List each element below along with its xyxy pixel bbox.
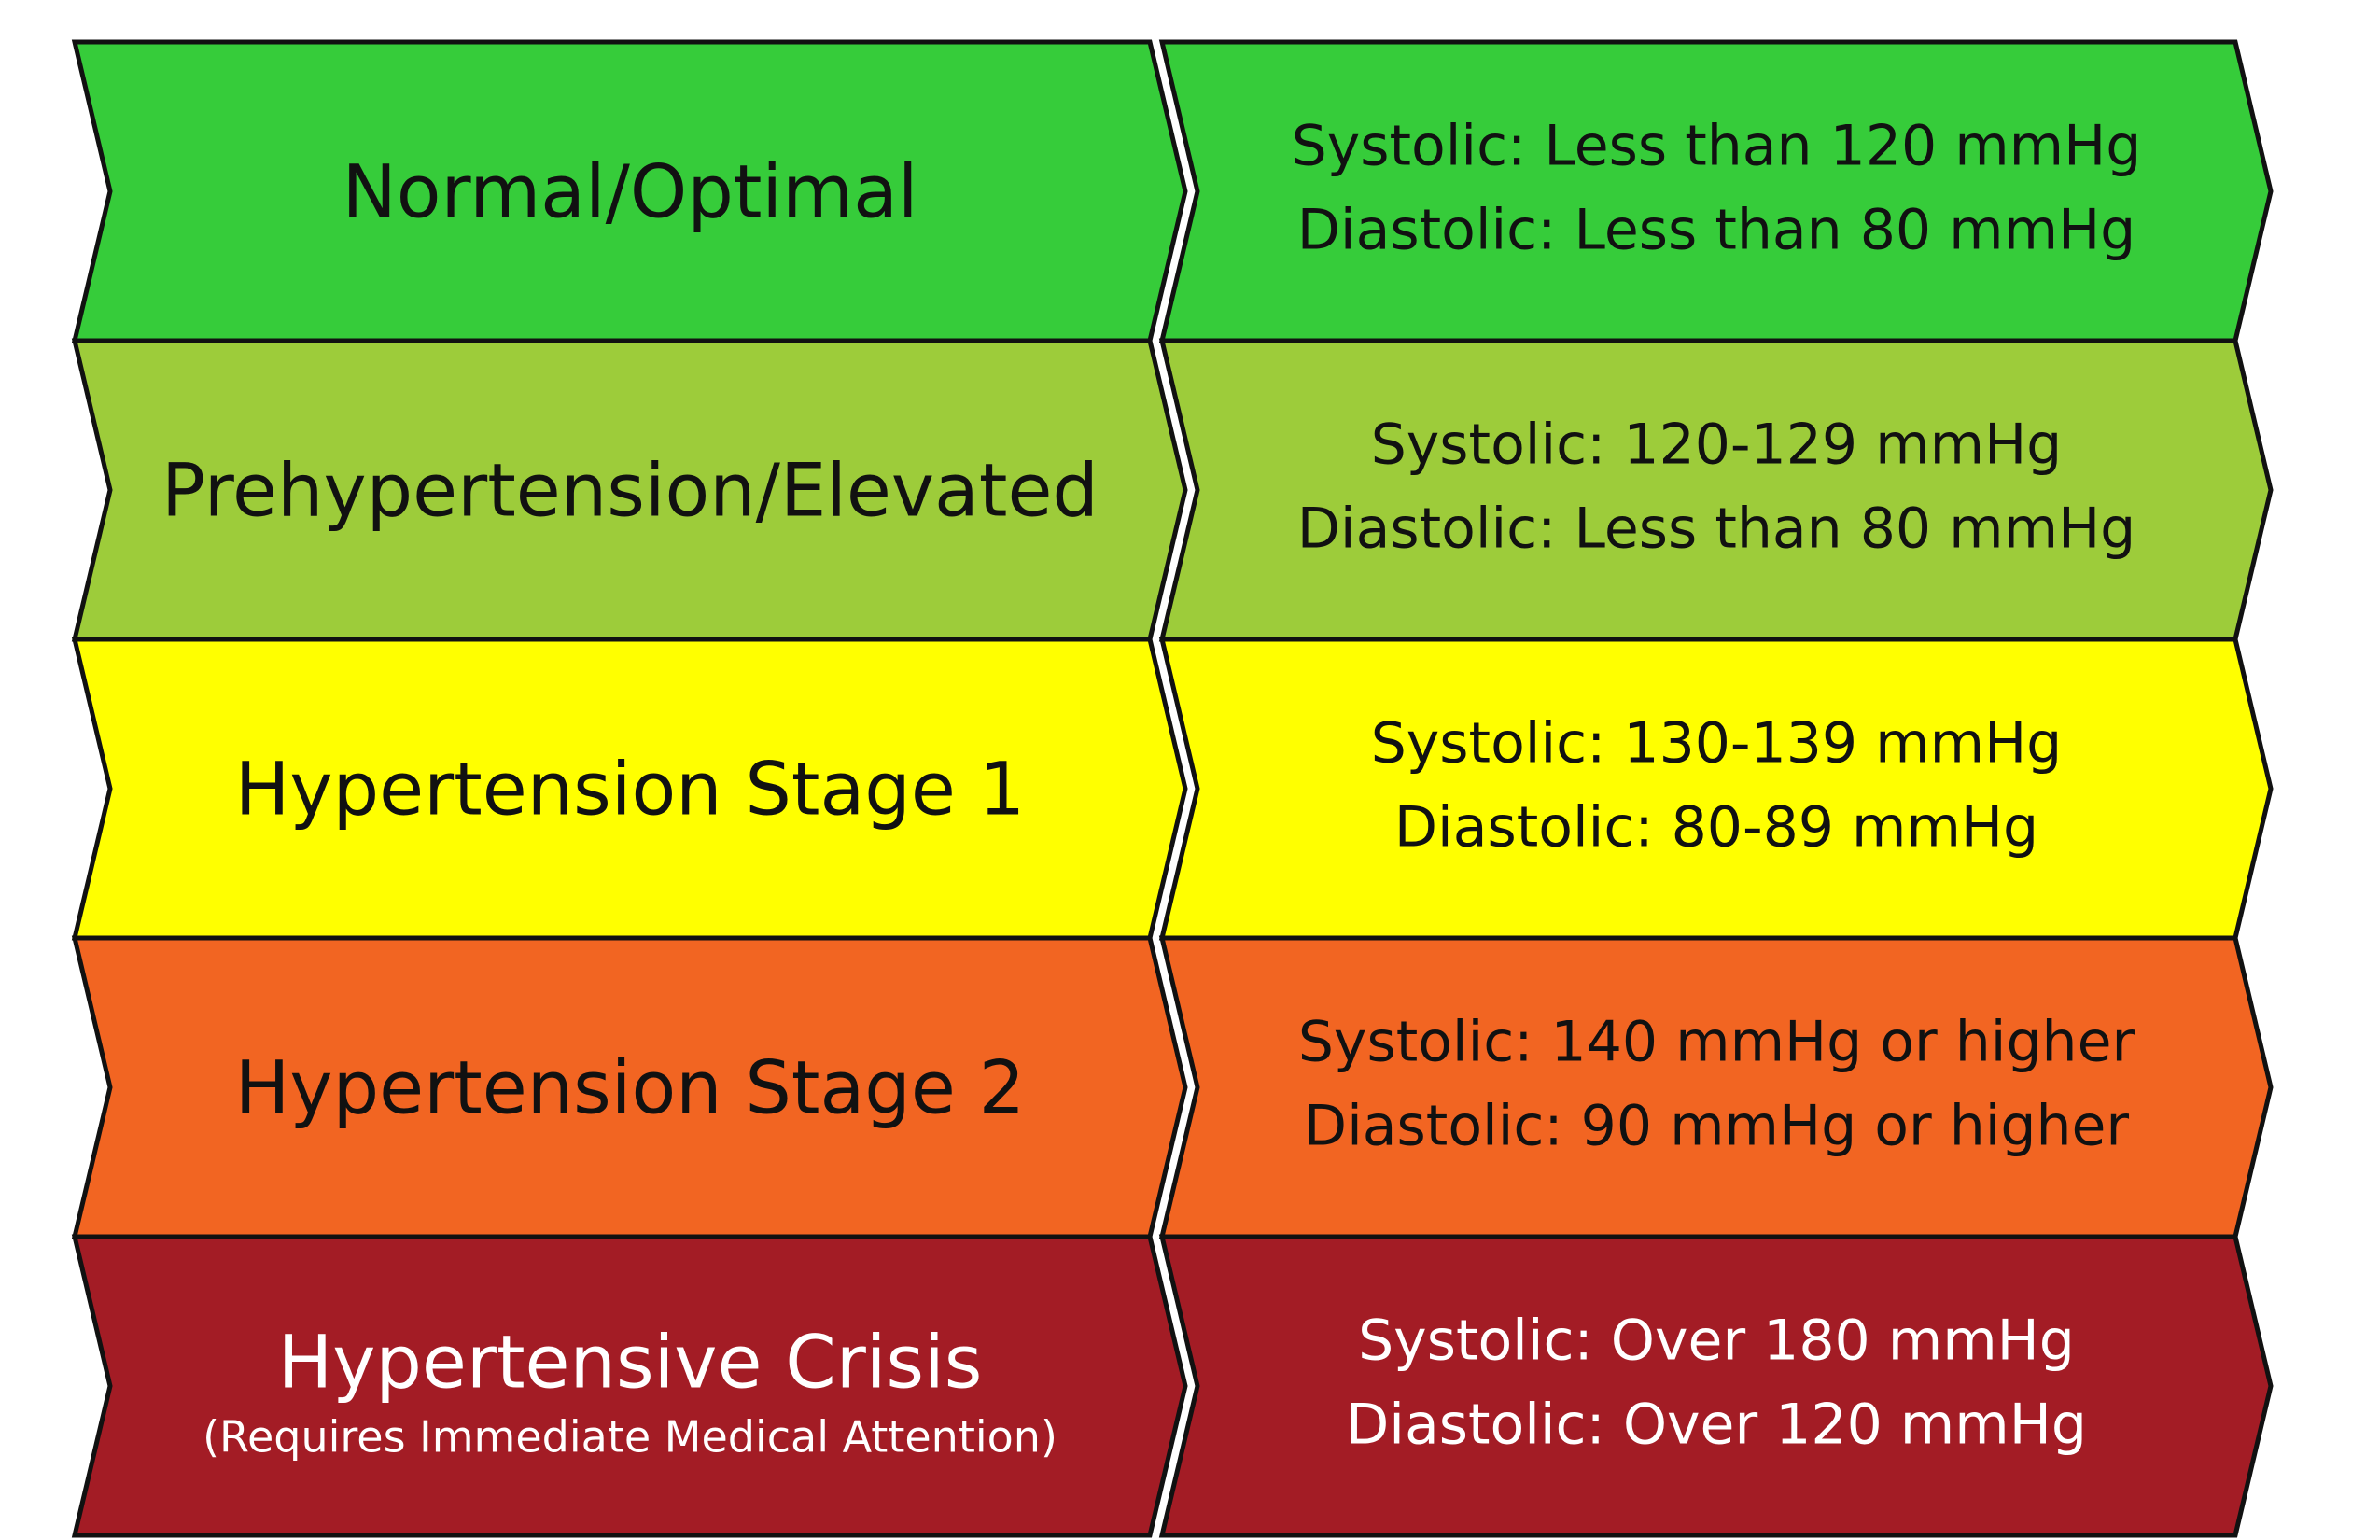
- category-label: Prehypertension/Elevated: [161, 449, 1099, 533]
- systolic-range: Systolic: Over 180 mmHg: [1358, 1309, 2075, 1374]
- category-label: Normal/Optimal: [342, 150, 917, 234]
- systolic-range: Systolic: 130-139 mmHg: [1371, 711, 2063, 777]
- diastolic-range: Diastolic: Over 120 mmHg: [1346, 1393, 2087, 1458]
- systolic-range: Systolic: 120-129 mmHg: [1371, 413, 2063, 478]
- diastolic-range: Diastolic: 80-89 mmHg: [1394, 795, 2038, 861]
- range-ribbon: [1158, 338, 2274, 642]
- category-row-crisis: Hypertensive Crisis (Requires Immediate M…: [71, 1234, 2274, 1538]
- systolic-range: Systolic: Less than 120 mmHg: [1292, 114, 2142, 179]
- category-sublabel: (Requires Immediate Medical Attention): [203, 1412, 1057, 1463]
- range-ribbon: [1158, 39, 2274, 343]
- systolic-range: Systolic: 140 mmHg or higher: [1298, 1010, 2135, 1075]
- range-ribbon: [1158, 935, 2274, 1239]
- category-row-elevated: Prehypertension/Elevated Systolic: 120-12…: [71, 338, 2274, 642]
- category-row-stage-1: Hypertension Stage 1 Systolic: 130-139 mm…: [71, 637, 2274, 941]
- diastolic-range: Diastolic: 90 mmHg or higher: [1304, 1094, 2130, 1159]
- range-ribbon: [1158, 1234, 2274, 1538]
- diastolic-range: Diastolic: Less than 80 mmHg: [1297, 198, 2136, 263]
- category-label: Hypertension Stage 1: [235, 748, 1025, 832]
- category-label: Hypertensive Crisis: [278, 1321, 983, 1405]
- diastolic-range: Diastolic: Less than 80 mmHg: [1297, 497, 2136, 562]
- category-row-stage-2: Hypertension Stage 2 Systolic: 140 mmHg o…: [71, 935, 2274, 1239]
- category-label: Hypertension Stage 2: [235, 1046, 1025, 1130]
- category-row-normal: Normal/Optimal Systolic: Less than 120 mm…: [71, 39, 2274, 343]
- category-ribbon: [71, 1234, 1188, 1538]
- range-ribbon: [1158, 637, 2274, 941]
